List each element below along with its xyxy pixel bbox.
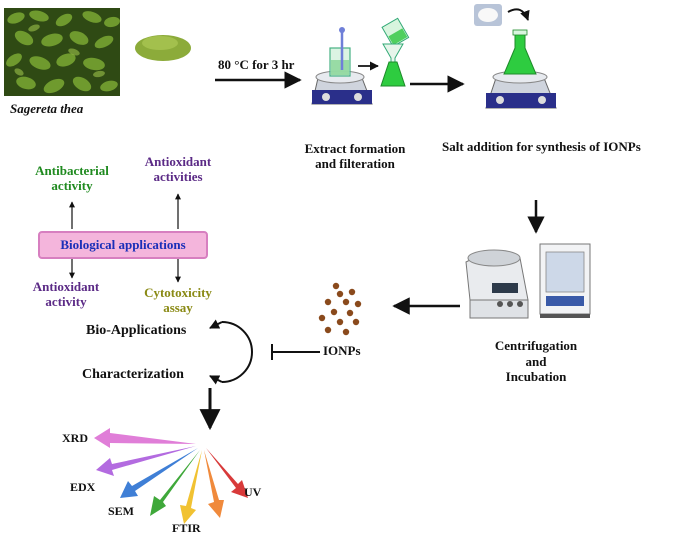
antioxidant-top-label: Antioxidant activities <box>128 154 228 185</box>
incubator <box>539 243 591 318</box>
antibacterial-line2: activity <box>51 177 93 193</box>
hot-plate-extract <box>311 27 373 105</box>
salt-powder <box>474 4 502 26</box>
antioxidant-bottom-line1: Antioxidant <box>32 279 100 294</box>
centrifugation-line3: Incubation <box>505 369 567 385</box>
edx-label: EDX <box>70 480 96 494</box>
cytotoxicity-line1: Cytotoxicity <box>144 285 212 300</box>
arrow-ftir-green <box>150 450 200 516</box>
uv-label: UV <box>244 485 262 499</box>
heating-condition-label: 80 °C for 3 hr <box>218 57 295 72</box>
bio-applications-label: Bio-Applications <box>86 323 187 338</box>
antibacterial-line1: Antibacterial <box>35 163 109 178</box>
centrifugation-line1: Centrifugation <box>494 338 578 353</box>
arrow-salt-addition <box>507 8 530 21</box>
centrifugation-label: Centrifugation and Incubation <box>476 338 596 385</box>
sageretia-leaves-image <box>4 8 120 96</box>
sem-label: SEM <box>108 504 135 518</box>
iron-oxide-nanoparticles <box>318 282 362 336</box>
cytotoxicity-label: Cytotoxicity assay <box>128 285 228 316</box>
antioxidant-top-line2: activities <box>153 168 203 184</box>
cycle-arc-right <box>221 321 253 383</box>
arrow-xrd <box>94 428 196 448</box>
extract-label-line2: and filteration <box>315 155 395 171</box>
xrd-label: XRD <box>62 431 88 445</box>
antibacterial-label: Antibacterial activity <box>22 163 122 194</box>
filtration-flask <box>380 17 410 87</box>
biological-applications-box: Biological applications <box>38 231 208 259</box>
antioxidant-bottom-label: Antioxidant activity <box>16 279 116 310</box>
green-powder <box>135 35 191 61</box>
extract-label-line1: Extract formation <box>304 141 406 156</box>
arrow-sem <box>120 448 198 498</box>
hot-plate-synthesis <box>485 29 557 109</box>
arrow-uv-orange <box>204 450 224 518</box>
cytotoxicity-line2: assay <box>163 299 193 315</box>
characterization-label: Characterization <box>82 367 184 382</box>
antioxidant-top-line1: Antioxidant <box>144 154 212 169</box>
plant-name-label: Sagereta thea <box>10 101 84 116</box>
arrow-edx <box>96 446 196 476</box>
salt-addition-label: Salt addition for synthesis of IONPs <box>442 139 641 154</box>
extract-formation-label: Extract formation and filteration <box>290 141 420 172</box>
centrifugation-line2: and <box>525 353 547 369</box>
centrifuge <box>465 249 529 319</box>
technique-arrows <box>94 428 248 524</box>
ionps-label: IONPs <box>323 343 361 358</box>
antioxidant-bottom-line2: activity <box>45 293 87 309</box>
ftir-label: FTIR <box>172 521 201 535</box>
arrow-ftir-yellow <box>180 450 202 524</box>
arrow-uv-red <box>206 448 248 498</box>
